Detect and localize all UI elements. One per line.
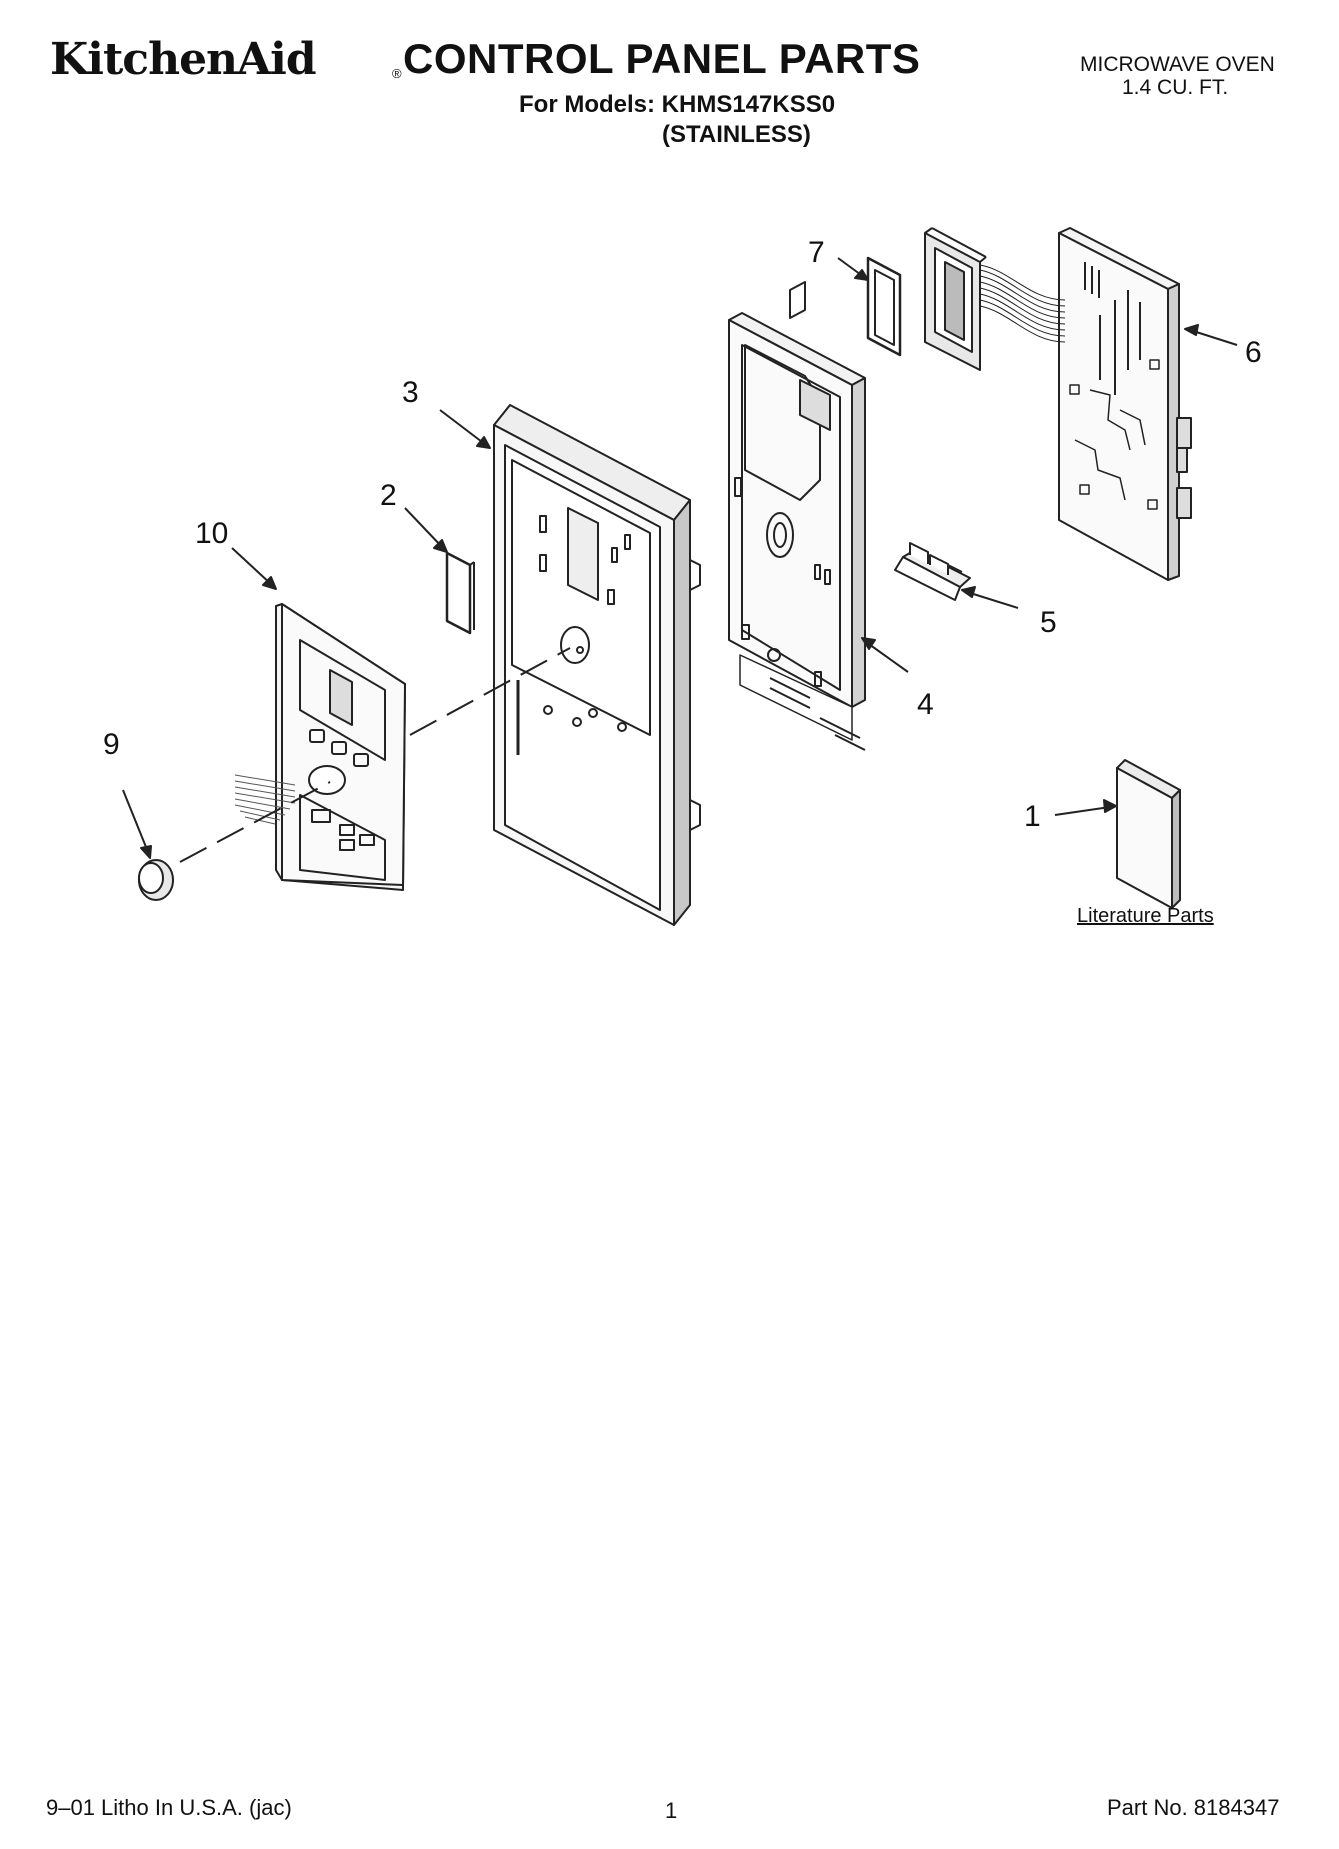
- leader-arrows: [122, 257, 1238, 859]
- registered-mark: ®: [392, 66, 402, 81]
- callout-1: 1: [1024, 800, 1041, 833]
- literature-parts-label: Literature Parts: [1077, 905, 1214, 927]
- brand-logo: KitchenAid: [50, 34, 317, 85]
- callout-4: 4: [917, 688, 934, 721]
- variant-line: (STAINLESS): [662, 121, 811, 148]
- hatch-shading: [234, 774, 296, 825]
- part-7-gasket: [866, 256, 902, 357]
- part-4-bracket: [728, 281, 866, 751]
- part-1-literature: [1116, 759, 1181, 909]
- display-module: [924, 227, 987, 371]
- part-5-latch: [894, 542, 971, 601]
- callout-6: 6: [1245, 336, 1262, 369]
- part-3-panel-frame: [493, 404, 701, 926]
- callout-2: 2: [380, 479, 397, 512]
- callout-labels: 1 2 3 4 5 6 7 9 10: [103, 236, 1262, 833]
- callout-9: 9: [103, 728, 120, 761]
- callout-3: 3: [402, 376, 419, 409]
- page-number: 1: [665, 1798, 678, 1823]
- print-info: 9–01 Litho In U.S.A. (jac): [46, 1795, 292, 1820]
- callout-7: 7: [808, 236, 825, 269]
- product-type: MICROWAVE OVEN: [1080, 53, 1275, 76]
- models-line: For Models: KHMS147KSS0: [519, 91, 836, 118]
- part-10-keypad-overlay: [275, 603, 406, 891]
- wire-harness: [979, 264, 1066, 343]
- part-number: Part No. 8184347: [1107, 1795, 1280, 1820]
- part-6-control-board: [1058, 227, 1192, 581]
- callout-10: 10: [195, 517, 228, 550]
- part-9-knob: [138, 859, 174, 901]
- part-2-lens: [445, 551, 475, 635]
- assembly-lines: [179, 647, 571, 863]
- callout-5: 5: [1040, 606, 1057, 639]
- page-title: CONTROL PANEL PARTS: [403, 35, 921, 82]
- product-capacity: 1.4 CU. FT.: [1122, 76, 1229, 99]
